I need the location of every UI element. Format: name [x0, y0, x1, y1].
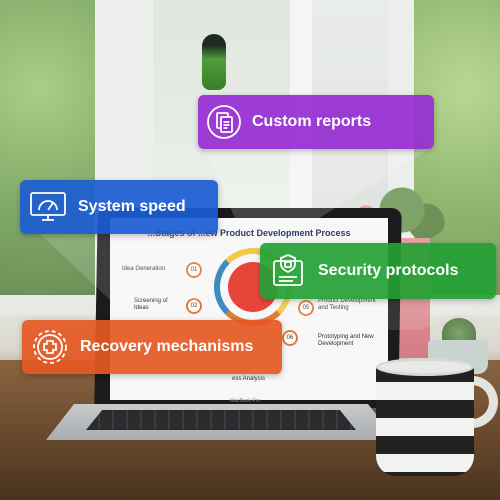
mug-rim — [376, 358, 474, 376]
step-label: Idea Generation — [122, 266, 166, 272]
recovery-mechanisms-callout: Recovery mechanisms — [22, 320, 282, 374]
step-label: Product Development and Testing — [318, 298, 376, 311]
system-speed-callout: System speed — [20, 180, 218, 234]
medical-gear-icon — [30, 327, 70, 367]
step-label: ess Analysis — [232, 376, 266, 382]
step-number: 01 — [186, 262, 202, 278]
striped-mug — [376, 364, 474, 476]
step-number: 05 — [298, 300, 314, 316]
secure-document-icon — [268, 251, 308, 291]
step-number: 06 — [282, 330, 298, 346]
custom-reports-label: Custom reports — [252, 113, 372, 130]
custom-reports-callout: Custom reports — [198, 95, 434, 149]
security-protocols-callout: Security protocols — [260, 243, 496, 299]
system-speed-label: System speed — [78, 198, 186, 215]
laptop-keyboard — [86, 410, 356, 430]
bird — [202, 34, 226, 90]
screen-title: ...Stages of ...ew Product Development P… — [147, 228, 351, 238]
documents-icon — [206, 104, 242, 140]
mug-handle — [462, 376, 498, 428]
window-foliage-left — [0, 0, 95, 295]
speedometer-monitor-icon — [28, 190, 68, 224]
recovery-mechanisms-label: Recovery mechanisms — [80, 338, 254, 355]
laptop-brand: MacBook Pro — [230, 398, 261, 404]
step-label: Prototyping and New Development — [318, 334, 374, 347]
security-protocols-label: Security protocols — [318, 262, 459, 279]
step-label: Screening of Ideas — [134, 298, 168, 311]
step-number: 02 — [186, 298, 202, 314]
